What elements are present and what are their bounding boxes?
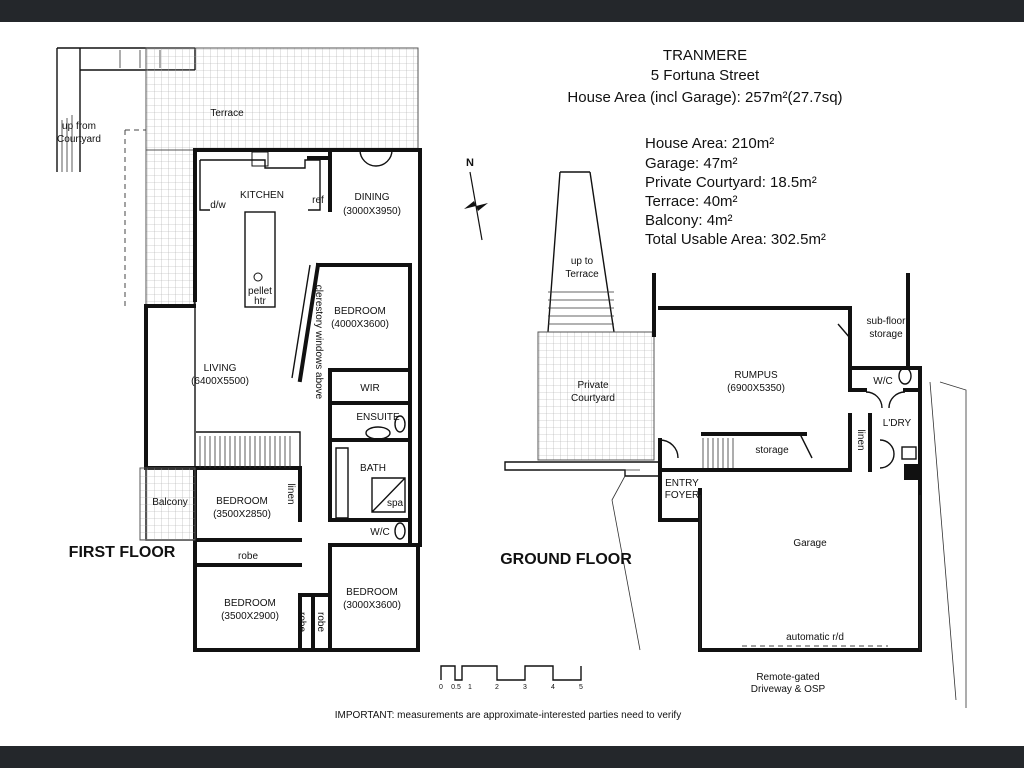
- top-bar: [0, 0, 1024, 22]
- scale-bar: 0 0.5 1 2 3 4 5: [439, 665, 583, 691]
- compass-n-label: N: [466, 157, 474, 169]
- floorplan-canvas: TRANMERE 5 Fortuna Street House Area (in…: [0, 22, 1024, 746]
- bedroom-main-size: (4000X3600): [331, 319, 389, 330]
- scale-4: 4: [551, 684, 555, 691]
- bathtub-icon: [335, 447, 349, 519]
- garage-label: Garage: [793, 538, 827, 549]
- balcony-area: [139, 467, 196, 541]
- area-garage: Garage: 47m²: [645, 155, 738, 172]
- internal-stair: [196, 431, 301, 468]
- house-area-total: House Area (incl Garage): 257m²(27.7sq): [567, 89, 842, 106]
- living-label: LIVING: [204, 363, 237, 374]
- kitchen-island: [244, 211, 276, 308]
- up-from-courtyard-label-2: Courtyard: [57, 134, 101, 145]
- bottom-bar: [0, 746, 1024, 768]
- entry-foyer-label-1: ENTRY: [665, 478, 699, 489]
- balcony-label: Balcony: [152, 497, 188, 508]
- rumpus-label: RUMPUS: [734, 370, 778, 381]
- spa-icon: [371, 477, 406, 513]
- driveway-label-2: Driveway & OSP: [751, 684, 826, 695]
- courtyard-label-2: Courtyard: [571, 393, 615, 404]
- first-floor-label: FIRST FLOOR: [69, 544, 176, 561]
- robe-label-1: robe: [238, 551, 258, 562]
- bedroom-4-label: BEDROOM: [346, 587, 398, 598]
- north-compass-icon: N: [464, 157, 488, 241]
- area-list: House Area: 210m² Garage: 47m² Private C…: [645, 135, 826, 248]
- up-to-terrace-label-1: up to: [571, 256, 594, 267]
- dining-label: DINING: [355, 192, 390, 203]
- subfloor-storage-label-1: sub-floor: [867, 316, 907, 327]
- pellet-heater-label-1: pellet: [248, 286, 272, 297]
- bedroom-main-label: BEDROOM: [334, 306, 386, 317]
- plan-address: 5 Fortuna Street: [651, 67, 760, 84]
- kitchen-label: KITCHEN: [240, 190, 284, 201]
- first-linen-label: linen: [285, 483, 296, 504]
- terrace-stair: [547, 171, 615, 333]
- area-terrace: Terrace: 40m²: [645, 193, 738, 210]
- area-courtyard: Private Courtyard: 18.5m²: [645, 174, 817, 191]
- storage-label: storage: [755, 445, 789, 456]
- ground-wc-label: W/C: [873, 376, 892, 387]
- bedroom-2-label: BEDROOM: [216, 496, 268, 507]
- up-to-terrace-label-2: Terrace: [565, 269, 599, 280]
- title-block: TRANMERE 5 Fortuna Street House Area (in…: [567, 47, 842, 106]
- area-total-usable: Total Usable Area: 302.5m²: [645, 231, 826, 248]
- wir-label: WIR: [360, 383, 379, 394]
- spa-label: spa: [387, 498, 404, 509]
- area-house: House Area: 210m²: [645, 135, 774, 152]
- courtyard-stair: [56, 47, 196, 172]
- ground-floor-label: GROUND FLOOR: [500, 551, 632, 568]
- terrace-area: [145, 47, 419, 151]
- dining-size: (3000X3950): [343, 206, 401, 217]
- first-floor-plan: up from Courtyard Terrace KITCHEN d/w re…: [56, 47, 422, 652]
- up-from-courtyard-label-1: up from: [62, 121, 96, 132]
- scale-3: 3: [523, 684, 527, 691]
- fridge-label: ref: [312, 195, 324, 206]
- entry-door-icon: [659, 439, 679, 459]
- pellet-heater-label-2: htr: [254, 296, 266, 307]
- scale-5: 5: [579, 684, 583, 691]
- bedroom-3-label: BEDROOM: [224, 598, 276, 609]
- laundry-label: L'DRY: [883, 418, 912, 429]
- ground-linen-label: linen: [855, 429, 866, 450]
- cooktop-icon: [251, 151, 269, 167]
- clerestory-label: clerestory windows above: [313, 285, 324, 400]
- area-balcony: Balcony: 4m²: [645, 212, 733, 229]
- bedroom-2-size: (3500X2850): [213, 509, 271, 520]
- courtyard-label-1: Private: [577, 380, 609, 391]
- dishwasher-label: d/w: [210, 200, 226, 211]
- living-size: (6400X5500): [191, 376, 249, 387]
- robe-label-2: robe: [296, 612, 307, 632]
- terrace-label: Terrace: [210, 108, 244, 119]
- scale-1: 1: [468, 684, 472, 691]
- footer-disclaimer: IMPORTANT: measurements are approximate-…: [335, 710, 681, 721]
- scale-2: 2: [495, 684, 499, 691]
- robe-label-3: robe: [315, 612, 326, 632]
- first-wc-label: W/C: [370, 527, 389, 538]
- dining-door-icon: [359, 149, 393, 167]
- roller-door-label: automatic r/d: [786, 632, 844, 643]
- private-courtyard-area: [537, 331, 655, 461]
- bath-label: BATH: [360, 463, 386, 474]
- bedroom-4-size: (3000X3600): [343, 600, 401, 611]
- scale-0-5: 0.5: [451, 684, 461, 691]
- subfloor-storage-label-2: storage: [869, 329, 903, 340]
- rumpus-size: (6900X5350): [727, 383, 785, 394]
- entry-foyer-label-2: FOYER: [665, 490, 699, 501]
- ensuite-label: ENSUITE: [356, 412, 400, 423]
- driveway-label-1: Remote-gated: [756, 672, 819, 683]
- plan-title: TRANMERE: [663, 47, 747, 64]
- ground-floor-plan: up to Terrace Private Courtyard RUMPUS (…: [500, 171, 967, 708]
- bedroom-3-size: (3500X2900): [221, 611, 279, 622]
- scale-0: 0: [439, 684, 443, 691]
